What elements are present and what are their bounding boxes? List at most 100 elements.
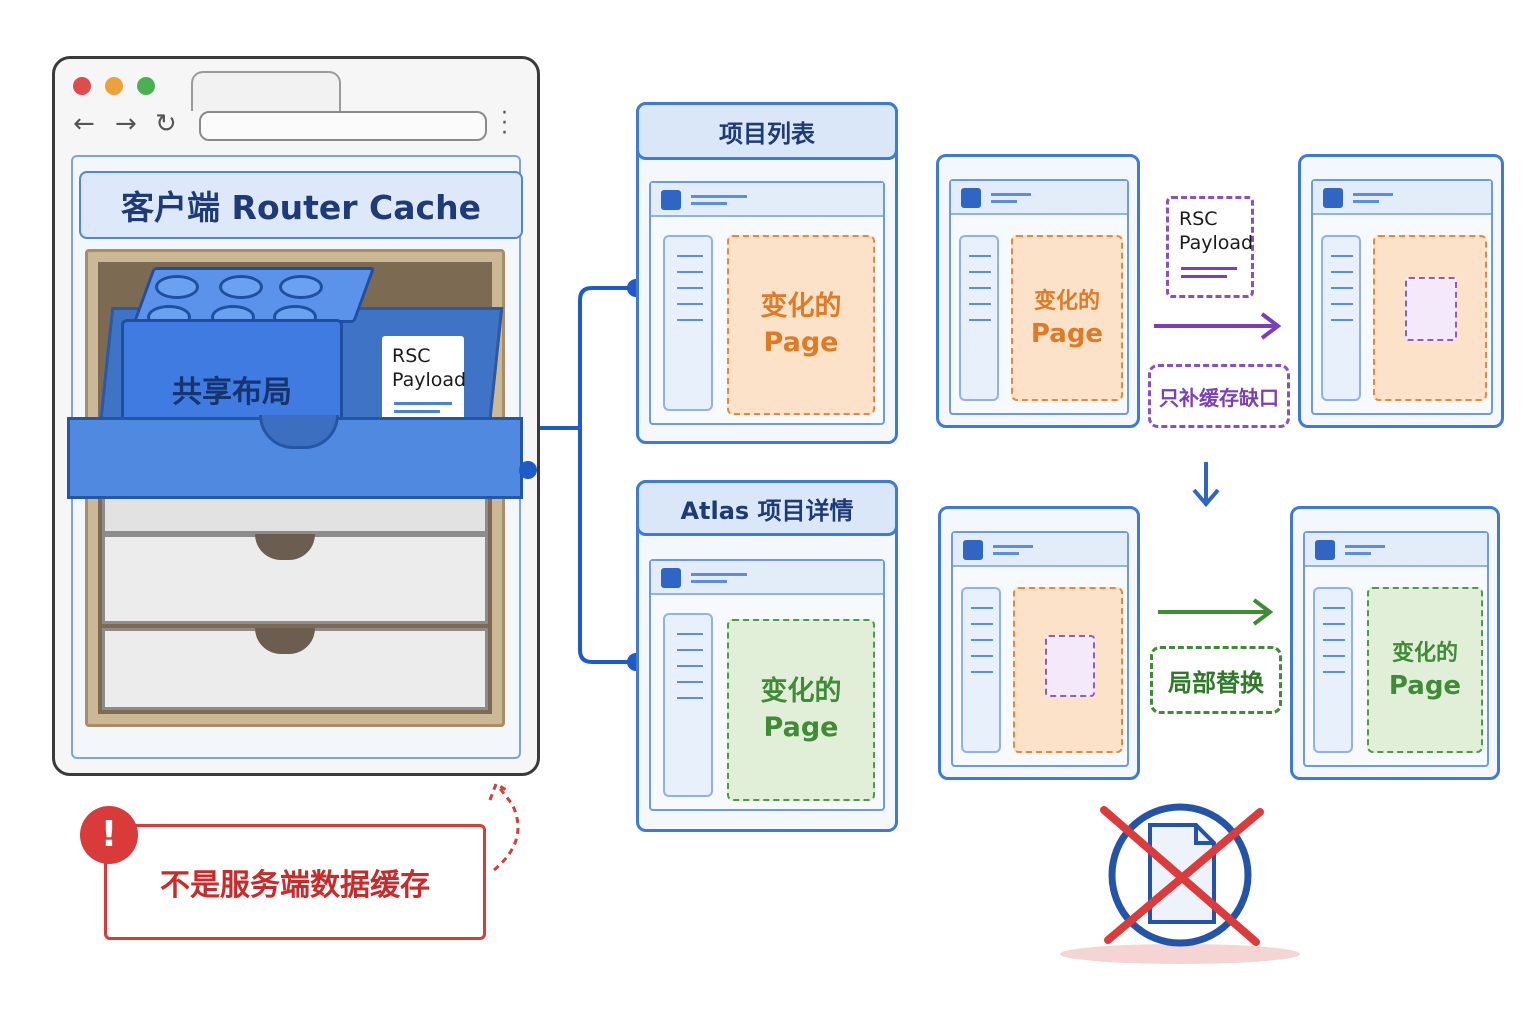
sidebar [1313, 587, 1353, 753]
browser-window: ← → ↻ ··· 客户端 Router Cache 共享布局 RSC Payl… [52, 56, 540, 776]
window-header [1313, 181, 1491, 215]
sidebar-line [1323, 655, 1345, 657]
sidebar-line [677, 697, 703, 699]
flow-result-window: 变化的 Page [1290, 506, 1500, 780]
changing-page-area: 变化的 Page [727, 235, 875, 415]
back-arrow-icon[interactable]: ← [73, 109, 95, 139]
app-icon [661, 568, 681, 588]
sidebar-line [1331, 319, 1353, 321]
more-menu-icon[interactable]: ··· [501, 101, 508, 146]
page-label-line1: 变化的 [1391, 641, 1458, 666]
page-label-line1: 变化的 [760, 291, 842, 322]
route-title-list: 项目列表 [636, 102, 898, 160]
page-label-line2: Page [763, 712, 839, 743]
sidebar-line [677, 665, 703, 667]
sidebar-line [677, 633, 703, 635]
sidebar-line [677, 255, 703, 257]
page-window [1311, 179, 1493, 415]
lego-stud [155, 275, 199, 299]
header-line [691, 573, 747, 576]
sidebar-line [971, 639, 993, 641]
changing-page-area: 变化的 Page [727, 619, 875, 801]
page-area-with-gap [1013, 587, 1123, 753]
sidebar-line [969, 287, 991, 289]
green-arrow [1158, 598, 1274, 626]
warning-icon: ! [80, 806, 138, 864]
window-header [951, 181, 1127, 215]
router-cache-title: 客户端 Router Cache [79, 171, 523, 239]
sidebar-line [677, 681, 703, 683]
flow-merge-window [938, 506, 1140, 780]
sidebar [1321, 235, 1361, 401]
sidebar-line [969, 255, 991, 257]
page-label-line2: Page [1388, 671, 1462, 701]
sidebar-line [969, 319, 991, 321]
payload-line [1181, 267, 1237, 270]
sidebar-line [1331, 303, 1353, 305]
drawer [102, 628, 488, 710]
header-line [1353, 193, 1393, 196]
payload-label: Payload [1179, 232, 1254, 254]
drawer-handle [255, 534, 315, 560]
sidebar [959, 235, 999, 401]
sidebar-line [1323, 623, 1345, 625]
warning-text: 不是服务端数据缓存 [160, 868, 430, 903]
page-window: 变化的 Page [949, 179, 1129, 415]
app-icon [1323, 188, 1343, 208]
address-bar[interactable] [199, 111, 487, 141]
fill-gap-label: 只补缓存缺口 [1159, 385, 1279, 410]
cache-gap-slot [1405, 277, 1457, 341]
payload-line [1181, 275, 1227, 278]
lego-stud [219, 275, 263, 299]
window-header [651, 561, 883, 595]
app-icon [1315, 540, 1335, 560]
drawer-handle [255, 628, 315, 654]
browser-viewport: 客户端 Router Cache 共享布局 RSC Payload [67, 155, 537, 759]
close-dot[interactable] [73, 77, 91, 95]
sidebar-line [677, 319, 703, 321]
window-header [1305, 533, 1487, 567]
rsc-payload-card: RSC Payload [379, 333, 467, 425]
down-arrow [1192, 462, 1220, 508]
page-area-with-gap [1373, 235, 1487, 401]
sidebar-line [1331, 287, 1353, 289]
shared-layout-label: 共享布局 [172, 375, 292, 410]
sidebar-line [1323, 639, 1345, 641]
sidebar-line [677, 649, 703, 651]
header-line [691, 202, 727, 205]
cache-gap-slot [1045, 635, 1095, 697]
sidebar-line [969, 271, 991, 273]
payload-line [394, 410, 440, 413]
reload-icon[interactable]: ↻ [155, 109, 177, 139]
minimize-dot[interactable] [105, 77, 123, 95]
forward-arrow-icon[interactable]: → [115, 109, 137, 139]
page-label-line2: Page [763, 327, 839, 358]
page-window: 变化的 Page [1303, 531, 1489, 767]
no-server-cache-icon [1060, 803, 1300, 964]
rsc-label: RSC [392, 345, 431, 367]
route-title-text: 项目列表 [719, 119, 815, 148]
header-line [993, 545, 1033, 548]
payload-label: Payload [392, 369, 467, 391]
changing-page-area: 变化的 Page [1367, 587, 1483, 753]
sidebar [663, 235, 713, 411]
connector-start-dot [519, 461, 537, 479]
sidebar-line [971, 671, 993, 673]
flow-gap-window [1298, 154, 1504, 428]
partial-replace-tag: 局部替换 [1150, 646, 1282, 714]
rsc-payload-fetch: RSC Payload [1166, 196, 1254, 298]
browser-tab[interactable] [191, 71, 341, 111]
warning-note: 不是服务端数据缓存 [104, 824, 486, 940]
drawer [102, 534, 488, 624]
rsc-label: RSC [1179, 208, 1218, 230]
route-panel-list: 项目列表 变化的 Page [636, 102, 898, 444]
header-line [1345, 545, 1385, 548]
flow-start-window: 变化的 Page [936, 154, 1140, 428]
sidebar-line [677, 303, 703, 305]
sidebar-line [971, 655, 993, 657]
maximize-dot[interactable] [137, 77, 155, 95]
sidebar-line [677, 271, 703, 273]
header-line [991, 200, 1017, 203]
sidebar [961, 587, 1001, 753]
route-panel-detail: Atlas 项目详情 变化的 Page [636, 480, 898, 832]
